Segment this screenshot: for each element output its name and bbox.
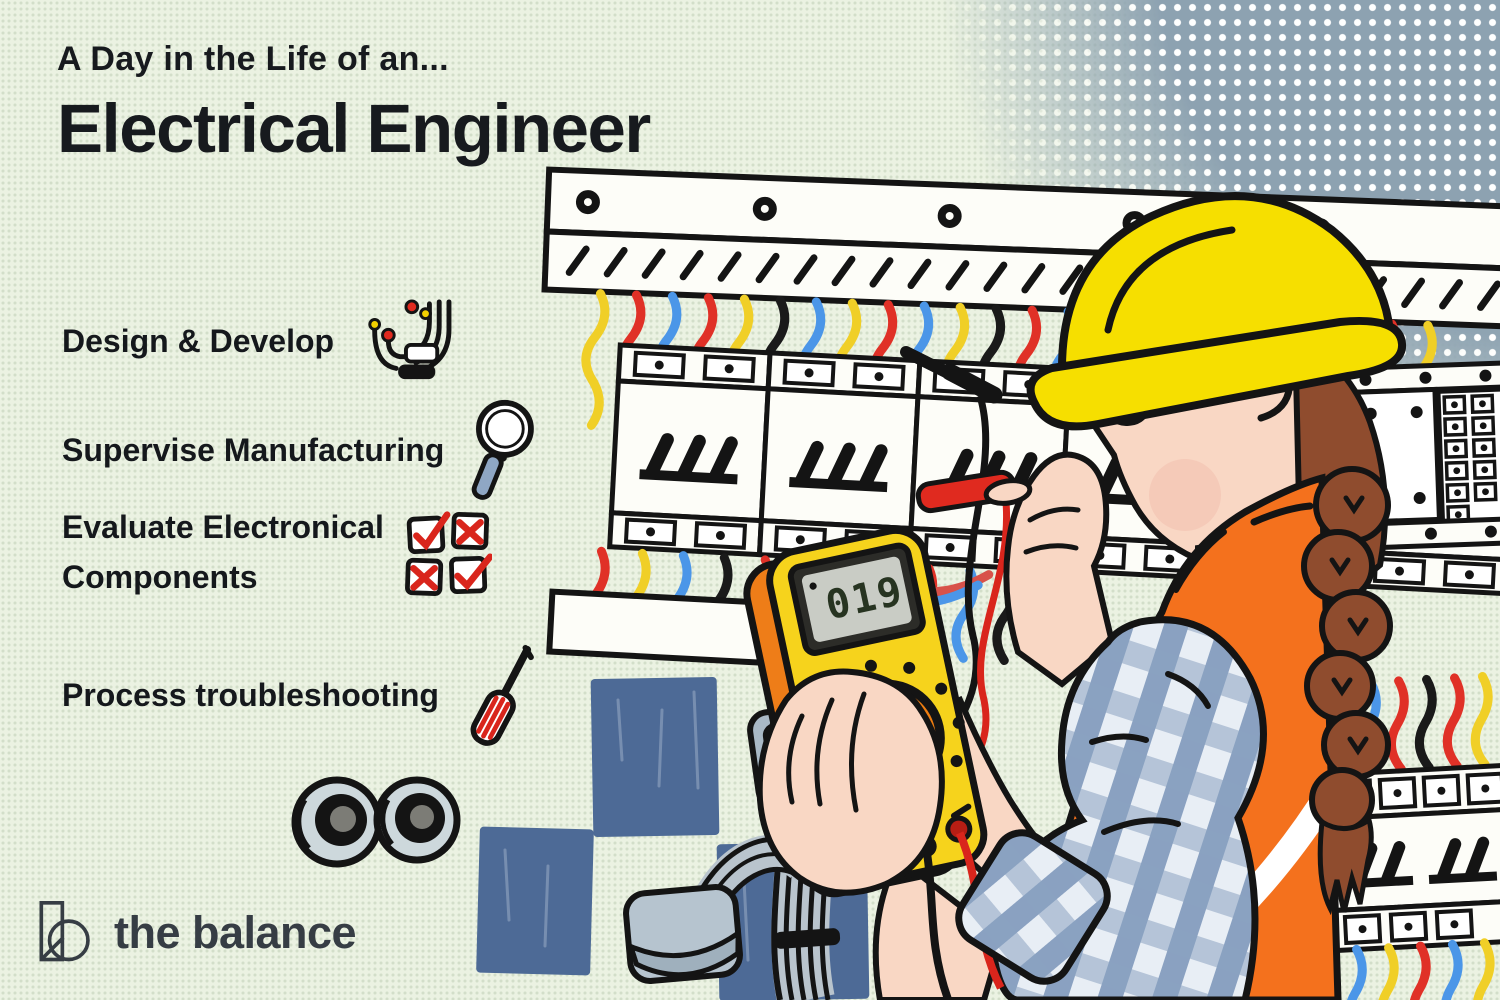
header: A Day in the Life of an... Electrical En… xyxy=(57,40,651,168)
engineer: 019 xyxy=(743,192,1406,1000)
page-title: Electrical Engineer xyxy=(57,90,651,167)
cuff xyxy=(955,829,1111,985)
task-label: Process troubleshooting xyxy=(62,677,439,714)
braid xyxy=(1301,466,1393,916)
task-design-develop: Design & Develop xyxy=(62,298,454,386)
task-label: Design & Develop xyxy=(62,323,335,360)
the-balance-monogram-icon xyxy=(39,901,90,962)
task-supervise-manufacturing: Supervise Manufacturing xyxy=(62,398,542,504)
task-evaluate-components: Evaluate Electronical Components xyxy=(62,503,492,602)
breaker-panel-bottom-right xyxy=(1322,676,1500,1000)
task-label: Supervise Manufacturing xyxy=(62,432,445,469)
screwdriver-icon xyxy=(470,644,534,746)
hard-hat xyxy=(1026,192,1406,431)
circuit-board-icon xyxy=(368,299,452,380)
brand-logo: the balance xyxy=(34,898,357,968)
grommets xyxy=(291,776,461,868)
task-process-troubleshooting: Process troubleshooting xyxy=(62,644,535,748)
brand-name: the balance xyxy=(114,907,357,958)
gripping-hand xyxy=(756,668,945,896)
kicker: A Day in the Life of an... xyxy=(57,40,449,78)
magnifying-glass-icon xyxy=(471,399,535,500)
task-label: Evaluate Electronical Components xyxy=(62,509,384,595)
checkboxes-icon xyxy=(404,510,492,596)
